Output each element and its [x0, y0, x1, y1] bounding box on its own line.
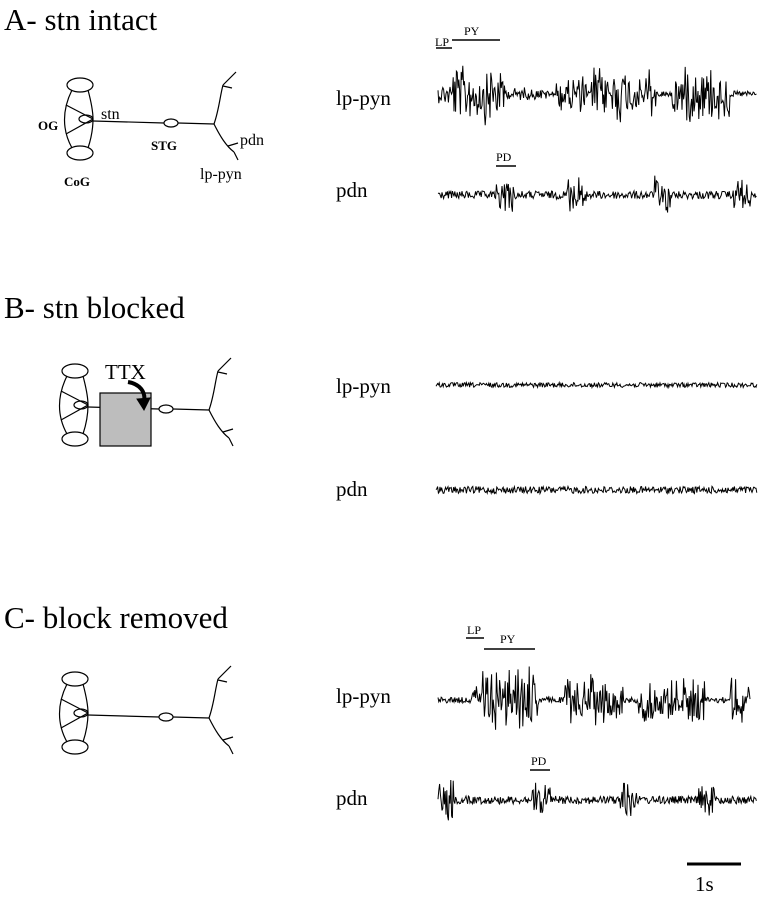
panel-a-title: A- stn intact — [4, 2, 158, 37]
panel-a-upper-branch-tip1 — [222, 71, 237, 86]
panel-b-pdn-trace — [435, 484, 758, 496]
panel-c-cross-lower — [60, 712, 89, 729]
panel-b-cross-upper — [60, 390, 89, 406]
panel-b-lp-pyn-trace — [435, 380, 758, 390]
panel-a-py-marker: PY — [464, 24, 480, 38]
panel-b-lower-branch — [208, 409, 230, 439]
scale-bar-label: 1s — [695, 872, 714, 896]
panel-b-dvn-nerve — [172, 408, 210, 411]
panel-b-lower-branch-tip1 — [222, 428, 234, 433]
cog-label: CoG — [64, 174, 90, 189]
panel-c-title: C- block removed — [4, 600, 228, 635]
panel-a-connective-right-top — [87, 89, 94, 120]
panel-c-dvn-nerve — [172, 716, 210, 719]
panel-a-pdn-trace — [437, 175, 757, 213]
panel-a-lp-pyn-trace — [437, 65, 757, 126]
panel-a-lower-branch-tip1 — [227, 142, 239, 147]
panel-b-og-junction — [73, 400, 89, 410]
panel-b-connective-right-bottom — [82, 404, 89, 435]
panel-b-og-ganglion-top — [61, 363, 89, 379]
panel-c-connective-right-top — [82, 683, 89, 714]
og-label: OG — [38, 118, 59, 133]
panel-a-og-junction — [78, 114, 94, 124]
lp-pyn-diagram-label: lp-pyn — [200, 166, 242, 183]
panel-b-lp-pyn-label: lp-pyn — [336, 374, 391, 398]
panel-a-lp-pyn-label: lp-pyn — [336, 86, 391, 110]
panel-c-py-marker: PY — [500, 632, 516, 646]
panel-a-stn-nerve — [92, 120, 165, 124]
panel-c-lower-branch-tip2 — [228, 745, 234, 755]
panel-b-title: B- stn blocked — [4, 290, 185, 325]
panel-b-lower-branch-tip2 — [228, 437, 234, 447]
panel-a-cross-lower — [65, 118, 94, 135]
panel-c-pdn-trace — [437, 779, 757, 821]
panel-a-cross-upper — [65, 104, 94, 120]
panel-b-upper-branch — [208, 370, 219, 411]
panel-c-cog-ganglion-bottom — [61, 739, 89, 755]
panel-c-cross-upper — [60, 698, 89, 714]
panel-c-connective-right-bottom — [82, 712, 89, 743]
panel-b-pdn-label: pdn — [336, 477, 368, 501]
panel-c-pdn-label: pdn — [336, 786, 368, 810]
panel-a-connective-left — [63, 89, 73, 149]
panel-a-lp-marker: LP — [435, 35, 450, 49]
panel-c-lp-pyn-trace — [437, 666, 751, 730]
panel-c-og-ganglion-top — [61, 671, 89, 687]
panel-b-stg-ganglion — [158, 404, 174, 414]
panel-c-stn-nerve — [87, 714, 160, 718]
panel-c-stg-ganglion — [158, 712, 174, 722]
panel-b-connective-left — [58, 375, 68, 435]
panel-a-pdn-label: pdn — [336, 178, 368, 202]
panel-c-connective-left — [58, 683, 68, 743]
panel-c-upper-branch — [208, 678, 219, 719]
ttx-arrow-head — [136, 397, 151, 412]
panel-a-lower-branch — [213, 123, 235, 153]
panel-b-cog-ganglion-bottom — [61, 431, 89, 447]
pdn-diagram-label: pdn — [240, 132, 264, 149]
stn-label: stn — [101, 106, 120, 123]
panel-c-lower-branch-tip1 — [222, 736, 234, 741]
panel-b-cross-lower — [60, 404, 89, 421]
panel-a-stg-ganglion — [163, 118, 179, 128]
panel-a-upper-branch — [213, 84, 224, 125]
panel-c-upper-branch-tip2 — [217, 679, 228, 683]
panel-a-cog-ganglion-bottom — [66, 145, 94, 161]
panel-a-lower-branch-tip2 — [233, 151, 239, 161]
panel-a-og-ganglion-top — [66, 77, 94, 93]
stg-label: STG — [151, 138, 178, 153]
panel-a-connective-right-bottom — [87, 118, 94, 149]
ttx-label: TTX — [105, 360, 146, 384]
panel-b-connective-right-top — [82, 375, 89, 406]
panel-a-pd-marker: PD — [496, 150, 512, 164]
panel-b-upper-branch-tip1 — [217, 357, 232, 372]
panel-c-pd-marker: PD — [531, 754, 547, 768]
panel-c-lp-pyn-label: lp-pyn — [336, 684, 391, 708]
panel-a-upper-branch-tip2 — [222, 85, 233, 89]
panel-c-lower-branch — [208, 717, 230, 747]
panel-c-lp-marker: LP — [467, 623, 482, 637]
panel-c-og-junction — [73, 708, 89, 718]
panel-c-upper-branch-tip1 — [217, 665, 232, 680]
panel-b-upper-branch-tip2 — [217, 371, 228, 375]
panel-a-dvn-nerve — [177, 122, 215, 125]
